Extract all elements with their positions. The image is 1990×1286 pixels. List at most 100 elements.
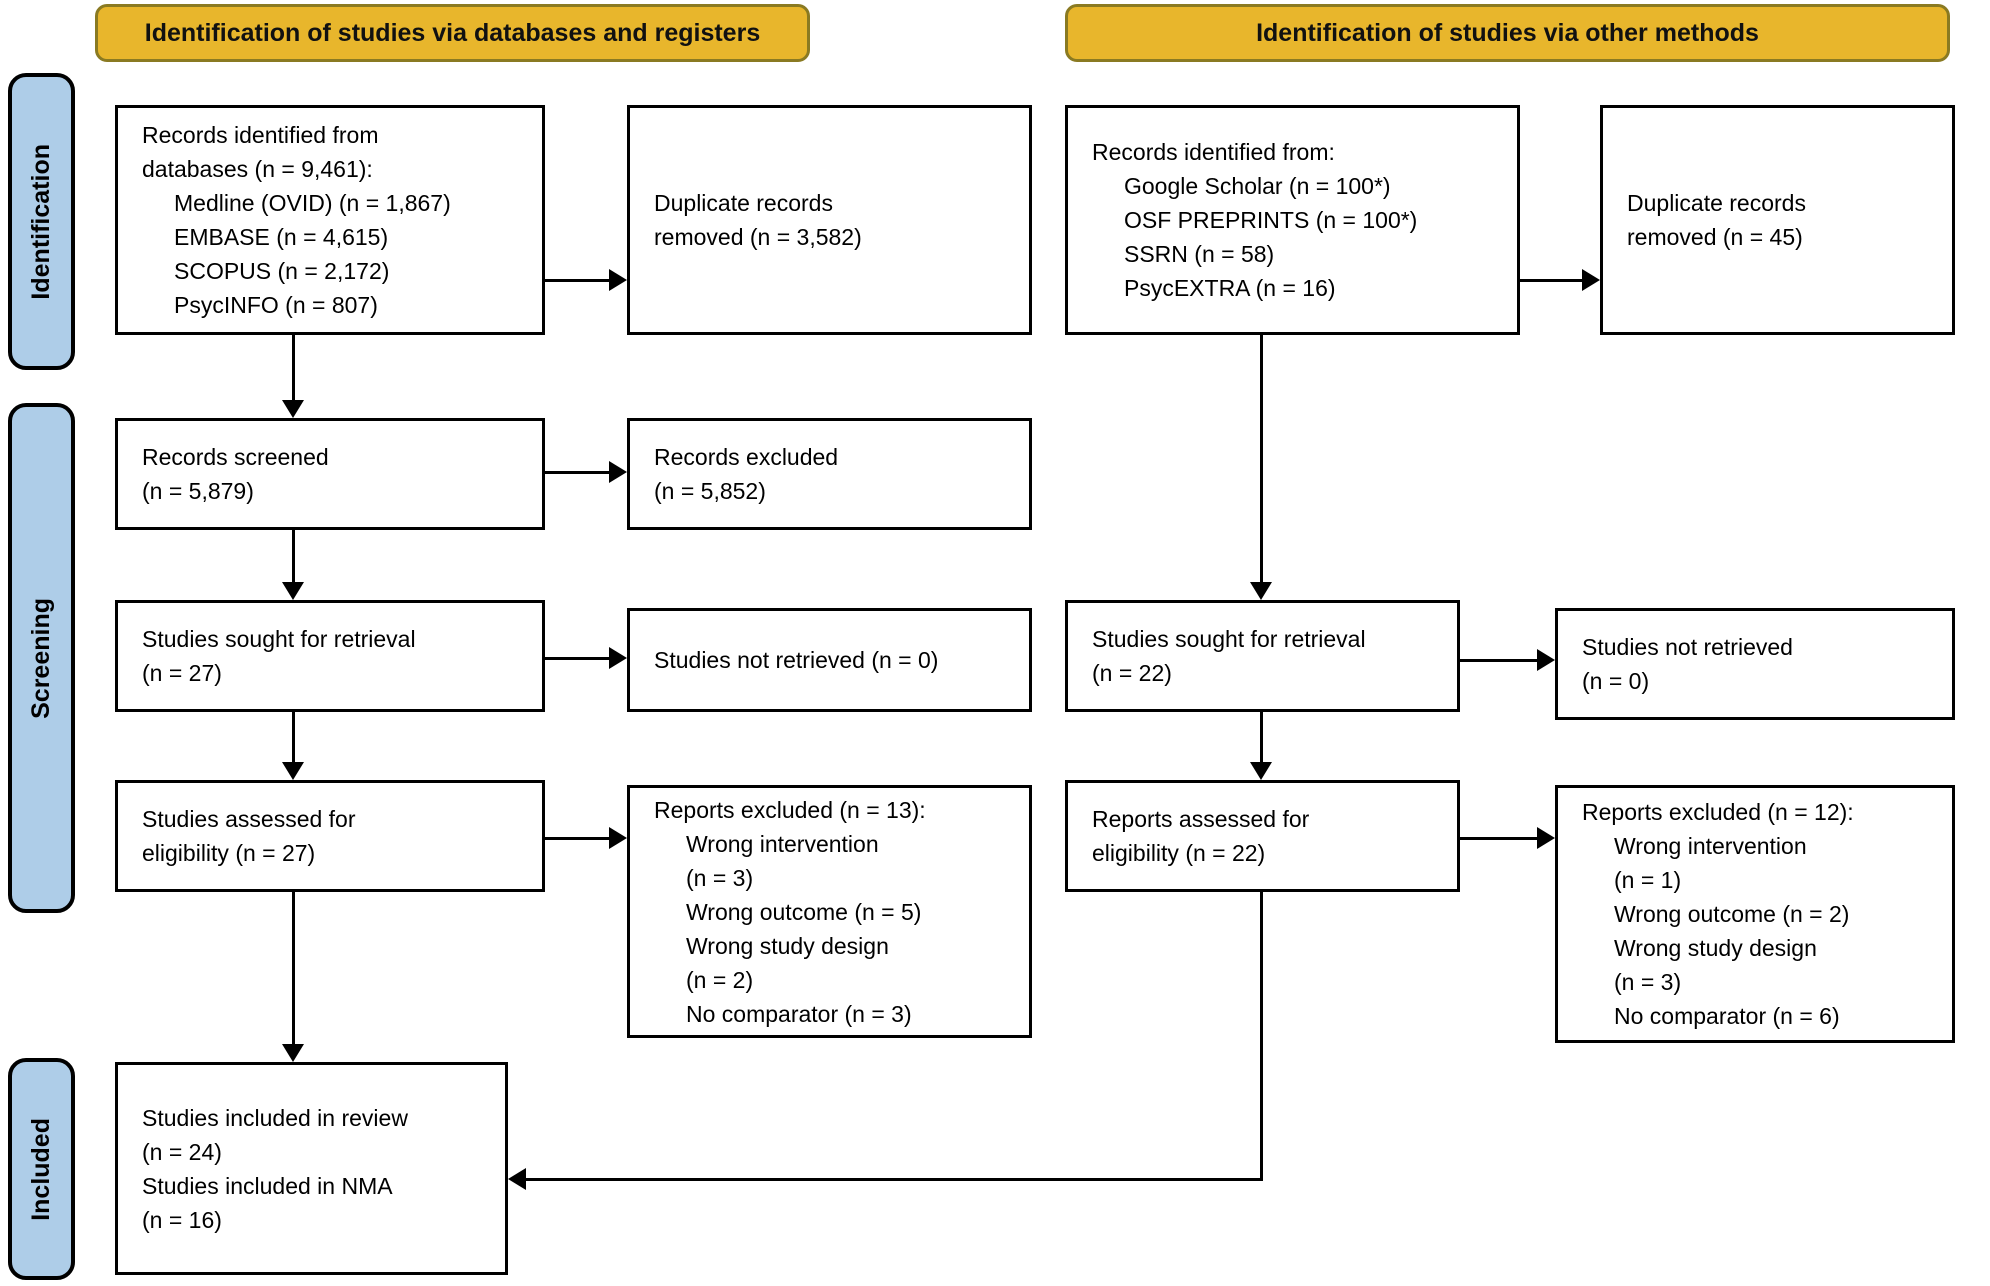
box-text-line: (n = 5,879): [142, 478, 254, 504]
box-text-line: Studies not retrieved (n = 0): [654, 647, 939, 673]
box-text-line: Wrong study design: [1614, 935, 1817, 961]
arrow-line: [545, 837, 609, 840]
box-text-line: OSF PREPRINTS (n = 100*): [1124, 207, 1418, 233]
box-text-line: (n = 16): [142, 1206, 222, 1233]
arrow-line: [545, 657, 609, 660]
arrow-line: [1460, 837, 1537, 840]
box-reports-excluded-db: Reports excluded (n = 13): Wrong interven…: [627, 785, 1032, 1038]
arrow-line: [1260, 335, 1263, 582]
box-text-line: (n = 2): [686, 966, 754, 993]
arrow-head-down-icon: [282, 1044, 304, 1062]
box-text-line: (n = 5,852): [654, 478, 766, 504]
arrow-head-right-icon: [1537, 649, 1555, 671]
box-text-line: (n = 0): [1582, 668, 1650, 694]
box-reports-assessed-eligibility: Reports assessed for eligibility (n = 22): [1065, 780, 1460, 892]
box-text-line: removed (n = 3,582): [654, 224, 862, 250]
box-text-line: Studies sought for retrieval: [142, 626, 416, 652]
box-reports-excluded-other: Reports excluded (n = 12): Wrong interven…: [1555, 785, 1955, 1043]
stage-screening-label: Screening: [27, 597, 55, 719]
box-text-line: (n = 24): [142, 1138, 222, 1165]
box-text-line: Studies not retrieved: [1582, 634, 1793, 660]
banner-other-methods: Identification of studies via other meth…: [1065, 4, 1950, 62]
box-text-line: eligibility (n = 22): [1092, 840, 1266, 866]
box-text-line: PsycINFO (n = 807): [174, 292, 378, 318]
arrow-line: [545, 279, 609, 282]
stage-screening: Screening: [8, 403, 75, 913]
arrow-line: [292, 892, 295, 1044]
box-text-line: Wrong outcome (n = 5): [686, 898, 922, 925]
stage-included-label: Included: [27, 1117, 55, 1221]
arrow-line: [545, 471, 609, 474]
box-text-line: (n = 22): [1092, 660, 1172, 686]
stage-included: Included: [8, 1058, 75, 1280]
box-text-line: SCOPUS (n = 2,172): [174, 258, 390, 284]
arrow-head-down-icon: [282, 582, 304, 600]
box-text-line: Medline (OVID) (n = 1,867): [174, 190, 451, 216]
box-records-screened: Records screened (n = 5,879): [115, 418, 545, 530]
arrow-head-right-icon: [1537, 827, 1555, 849]
box-text-line: Studies assessed for: [142, 806, 356, 832]
box-text-line: Studies included in NMA: [142, 1172, 393, 1199]
stage-identification-label: Identification: [27, 143, 55, 300]
box-text-line: Records excluded: [654, 444, 839, 470]
box-studies-not-retrieved-other: Studies not retrieved (n = 0): [1555, 608, 1955, 720]
box-text-line: Reports assessed for: [1092, 806, 1310, 832]
arrow-head-right-icon: [609, 269, 627, 291]
banner-databases-registers: Identification of studies via databases …: [95, 4, 810, 62]
arrow-head-down-icon: [282, 400, 304, 418]
box-text-line: Duplicate records: [654, 190, 833, 216]
arrow-head-down-icon: [1250, 762, 1272, 780]
arrow-line: [292, 335, 295, 400]
arrow-head-right-icon: [609, 647, 627, 669]
box-text-line: Studies included in review: [142, 1104, 408, 1131]
box-text-line: Records identified from: [142, 122, 379, 148]
box-text-line: EMBASE (n = 4,615): [174, 224, 389, 250]
box-records-excluded: Records excluded (n = 5,852): [627, 418, 1032, 530]
box-text-line: Wrong study design: [686, 932, 889, 959]
box-text-line: Duplicate records: [1627, 190, 1806, 216]
box-text-line: (n = 1): [1614, 867, 1682, 893]
box-studies-included: Studies included in review (n = 24) Studie…: [115, 1062, 508, 1275]
banner-other-methods-label: Identification of studies via other meth…: [1256, 18, 1759, 47]
arrow-line-vertical: [1260, 892, 1263, 1181]
box-text-line: Wrong intervention: [686, 830, 879, 857]
box-text-line: Studies sought for retrieval: [1092, 626, 1366, 652]
box-text-line: (n = 3): [1614, 969, 1682, 995]
arrow-head-right-icon: [1582, 269, 1600, 291]
box-text-line: No comparator (n = 6): [1614, 1003, 1840, 1029]
arrow-head-right-icon: [609, 461, 627, 483]
stage-identification: Identification: [8, 73, 75, 370]
box-text-line: (n = 27): [142, 660, 222, 686]
banner-databases-registers-label: Identification of studies via databases …: [144, 18, 761, 47]
arrow-line: [292, 712, 295, 762]
box-text-line: removed (n = 45): [1627, 224, 1803, 250]
box-text-line: PsycEXTRA (n = 16): [1124, 275, 1336, 301]
box-duplicates-removed-db: Duplicate records removed (n = 3,582): [627, 105, 1032, 335]
arrow-line: [1460, 659, 1537, 662]
box-text-line: Google Scholar (n = 100*): [1124, 173, 1391, 199]
box-text-line: Reports excluded (n = 12):: [1582, 799, 1854, 825]
arrow-line-horizontal: [526, 1178, 1263, 1181]
box-studies-sought-retrieval-db: Studies sought for retrieval (n = 27): [115, 600, 545, 712]
box-text-line: Reports excluded (n = 13):: [654, 796, 926, 823]
arrow-head-right-icon: [609, 827, 627, 849]
box-text-line: No comparator (n = 3): [686, 1000, 912, 1027]
arrow-head-down-icon: [1250, 582, 1272, 600]
box-text-line: databases (n = 9,461):: [142, 156, 373, 182]
box-duplicates-removed-other: Duplicate records removed (n = 45): [1600, 105, 1955, 335]
arrow-line: [1520, 279, 1582, 282]
box-text-line: Records identified from:: [1092, 139, 1335, 165]
arrow-head-down-icon: [282, 762, 304, 780]
arrow-line: [292, 530, 295, 582]
box-text-line: Records screened: [142, 444, 329, 470]
box-studies-sought-retrieval-other: Studies sought for retrieval (n = 22): [1065, 600, 1460, 712]
box-studies-assessed-eligibility: Studies assessed for eligibility (n = 27): [115, 780, 545, 892]
box-text-line: (n = 3): [686, 864, 754, 891]
box-studies-not-retrieved-db: Studies not retrieved (n = 0): [627, 608, 1032, 712]
box-text-line: eligibility (n = 27): [142, 840, 316, 866]
box-text-line: Wrong intervention: [1614, 833, 1807, 859]
arrow-head-left-icon: [508, 1168, 526, 1190]
box-text-line: SSRN (n = 58): [1124, 241, 1275, 267]
arrow-line: [1260, 712, 1263, 762]
